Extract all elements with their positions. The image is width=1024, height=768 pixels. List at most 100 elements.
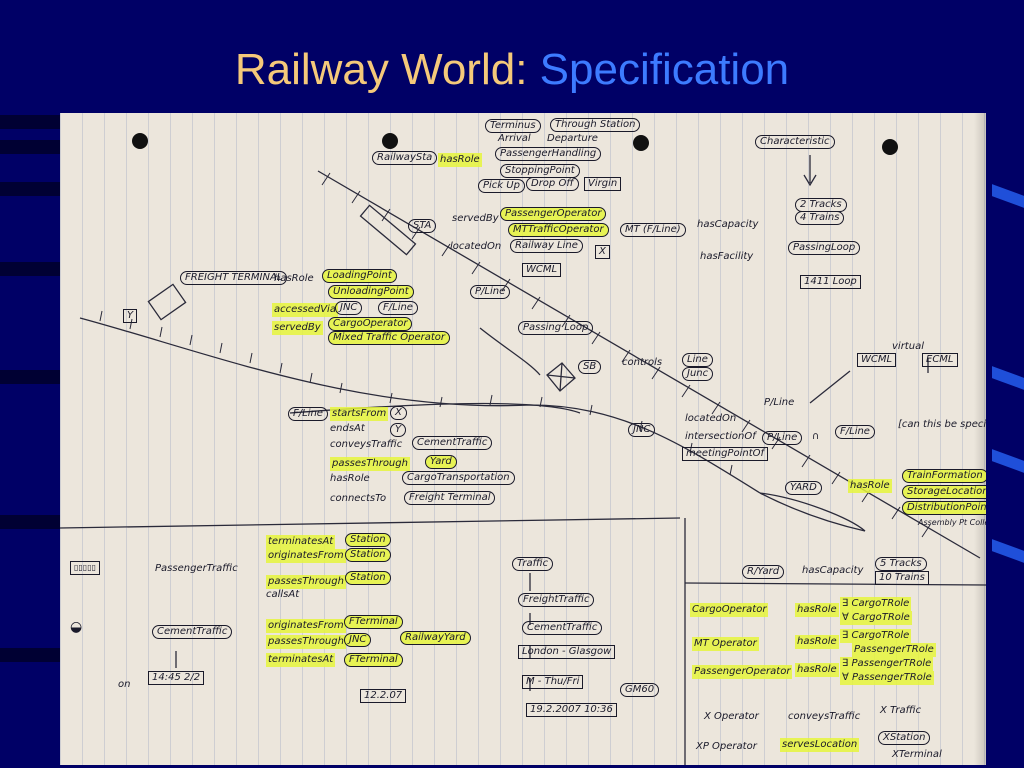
note-characteristic: Characteristic xyxy=(755,135,835,149)
note-passenger-operator: PassengerOperator xyxy=(500,207,607,221)
note-wcml-2: WCML xyxy=(857,353,897,367)
note-passes-through-2: passesThrough xyxy=(266,575,346,589)
note-stopping-point: StoppingPoint xyxy=(500,164,580,178)
note-unloading-point: UnloadingPoint xyxy=(328,285,414,299)
note-x-station: XStation xyxy=(878,731,931,745)
note-terminates-at: terminatesAt xyxy=(266,535,336,549)
note-departure: Departure xyxy=(547,133,598,144)
note-accessed-via: accessedVia xyxy=(272,303,338,317)
note-gm60: GM60 xyxy=(620,683,660,697)
note-jnc-3: JNC xyxy=(344,633,372,647)
note-has-role-4: hasRole xyxy=(848,479,892,493)
note-4-trains: 4 Trains xyxy=(795,211,845,225)
note-1411-loop: 1411 Loop xyxy=(800,275,861,289)
note-cargo-transportation: CargoTransportation xyxy=(402,471,515,485)
note-yard-1: Yard xyxy=(425,455,457,469)
note-train-formation: TrainFormation xyxy=(902,469,986,483)
note-arrival: Arrival xyxy=(498,133,531,144)
note-intersection-of: intersectionOf xyxy=(685,431,756,442)
note-cement-traffic-3: CementTraffic xyxy=(522,621,603,635)
note-time-1445: 14:45 2/2 xyxy=(148,671,205,685)
note-intersect-symbol: ∩ xyxy=(812,431,820,442)
note-on: on xyxy=(118,679,131,690)
note-distribution-point: DistributionPoint xyxy=(902,501,986,515)
note-served-by-1: servedBy xyxy=(452,213,499,224)
background-accent xyxy=(992,184,1024,208)
note-railway-line: Railway Line xyxy=(510,239,583,253)
note-wcml: WCML xyxy=(522,263,562,277)
note-railway-sta: RailwaySta xyxy=(372,151,438,165)
background-stripe xyxy=(0,140,60,154)
note-line: Line xyxy=(682,353,713,367)
note-cargo-role-2: ∀ CargoTRole xyxy=(840,611,912,625)
note-controls: controls xyxy=(622,357,663,368)
note-ends-at: endsAt xyxy=(330,423,365,434)
note-terminates-at-2: terminatesAt xyxy=(266,653,336,667)
note-virtual: virtual xyxy=(892,341,924,352)
note-drop-off: Drop Off xyxy=(526,177,579,191)
note-p-line-3: P/Line xyxy=(762,431,803,445)
note-cement-traffic-2: CementTraffic xyxy=(152,625,233,639)
slide-title-sub: Specification xyxy=(539,45,790,94)
note-pick-up: Pick Up xyxy=(478,179,525,193)
note-x-terminal: XTerminal xyxy=(892,749,942,760)
note-f-line-1: F/Line xyxy=(378,301,418,315)
note-passenger-traffic: PassengerTraffic xyxy=(155,563,238,574)
note-f-line-3: F/Line xyxy=(835,425,875,439)
note-railway-yard: RailwayYard xyxy=(400,631,471,645)
note-f-line-2: F/Line xyxy=(288,407,328,421)
note-m-thu-fri: M - Thu/Fri xyxy=(522,675,584,689)
note-5-tracks: 5 Tracks xyxy=(875,557,927,571)
note-passing-loop-2: Passing Loop xyxy=(518,321,594,335)
note-station-2: Station xyxy=(345,548,391,562)
note-sb: SB xyxy=(578,360,602,374)
note-terminus: Terminus xyxy=(485,119,541,133)
note-sta: STA xyxy=(408,219,437,233)
background-accent xyxy=(992,539,1024,563)
note-xp-operator: XP Operator xyxy=(696,741,757,752)
note-mt-f-line: MT (F/Line) xyxy=(620,223,686,237)
note-mt-traffic-operator: MTTrafficOperator xyxy=(508,223,609,237)
note-station-1: Station xyxy=(345,533,391,547)
note-p-line-2: P/Line xyxy=(764,397,795,408)
note-y-oval: Y xyxy=(390,423,407,437)
main-track xyxy=(317,170,981,559)
note-served-by-2: servedBy xyxy=(272,321,323,335)
note-has-facility: hasFacility xyxy=(700,251,754,262)
freight-track xyxy=(79,317,761,494)
note-mixed-traffic-operator: Mixed Traffic Operator xyxy=(328,331,451,345)
note-passenger-role-1: PassengerTRole xyxy=(852,643,936,657)
note-r-yard: R/Yard xyxy=(742,565,785,579)
note-yard-2: YARD xyxy=(785,481,822,495)
note-passes-through-1: passesThrough xyxy=(330,457,410,471)
note-passenger-role-2: ∃ PassengerTRole xyxy=(840,657,934,671)
note-has-role-3: hasRole xyxy=(330,473,370,484)
note-cargo-operator-2: CargoOperator xyxy=(690,603,769,617)
note-has-role-5: hasRole xyxy=(795,603,839,617)
note-freight-terminal-2: Freight Terminal xyxy=(404,491,496,505)
note-originates-from: originatesFrom xyxy=(266,549,346,563)
note-has-role-2: hasRole xyxy=(274,273,314,284)
note-assembly-collection: Assembly Pt Collection Pt xyxy=(918,518,986,527)
note-traffic: Traffic xyxy=(512,557,554,571)
note-conveys-traffic: conveysTraffic xyxy=(330,439,403,450)
punch-hole xyxy=(132,133,148,149)
note-x-mark: X xyxy=(595,245,610,259)
background-stripe xyxy=(0,182,60,196)
note-has-capacity-2: hasCapacity xyxy=(802,565,864,576)
note-x-traffic: X Traffic xyxy=(880,705,922,716)
track-sketch xyxy=(60,155,986,765)
note-x-operator: X Operator xyxy=(704,711,759,722)
note-located-on-2: locatedOn xyxy=(685,413,737,424)
background-stripe xyxy=(0,648,60,662)
punch-hole xyxy=(882,139,898,155)
note-train-icon: ▯▯▯▯▯ xyxy=(70,561,101,575)
note-passenger-role-3: ∀ PassengerTRole xyxy=(840,671,934,685)
note-has-role-1: hasRole xyxy=(438,153,482,167)
note-2-tracks: 2 Tracks xyxy=(795,198,847,212)
note-originates-from-2: originatesFrom xyxy=(266,619,346,633)
note-conveys-traffic-2: conveysTraffic xyxy=(788,711,861,722)
note-date-1: 12.2.07 xyxy=(360,689,407,703)
note-loading-point: LoadingPoint xyxy=(322,269,397,283)
note-can-this-be-specified: [can this be specified] xyxy=(898,419,986,430)
